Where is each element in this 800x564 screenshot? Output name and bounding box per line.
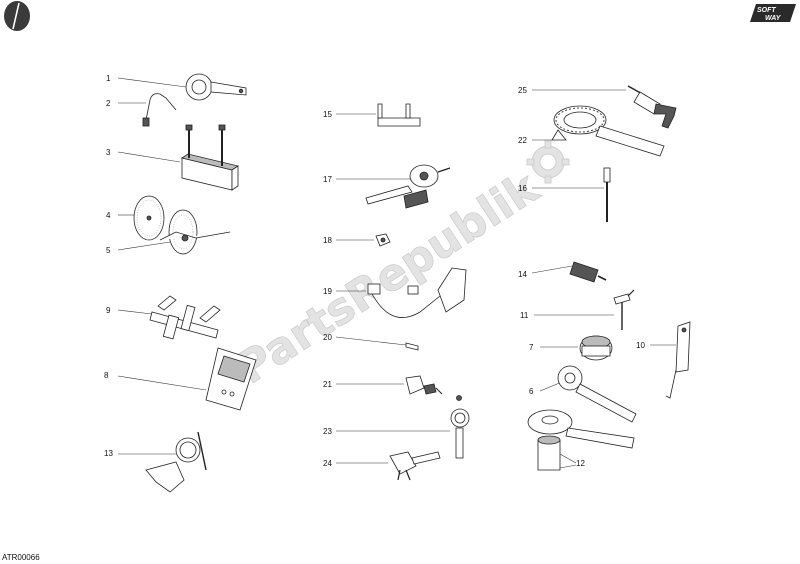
callout-23: 23: [323, 427, 332, 436]
part-3-bracket: [181, 124, 239, 191]
callout-2: 2: [106, 99, 111, 108]
part-13-dial-gauge: [145, 431, 207, 493]
leader-line-5: [117, 241, 171, 251]
callout-9: 9: [106, 306, 111, 315]
leader-line-6: [539, 381, 563, 392]
callout-1: 1: [106, 74, 111, 83]
callout-22: 22: [518, 136, 527, 145]
part-7-socket: [579, 335, 613, 361]
callout-3: 3: [106, 148, 111, 157]
leader-line-14: [531, 265, 573, 274]
part-2-hook: [142, 93, 177, 127]
logo-line2: WAY: [765, 15, 782, 22]
leader-line-3: [117, 151, 181, 163]
leader-line-8: [117, 375, 207, 391]
part-19-valve-compressor: [367, 267, 467, 318]
part-22-ring-nut-wrench: [551, 105, 665, 157]
part-18-nut: [375, 233, 391, 247]
part-4-degree-wheel: [133, 195, 165, 241]
part-1-wrench: [185, 73, 247, 101]
part-14-spring-tool: [569, 261, 607, 283]
callout-15: 15: [323, 110, 332, 119]
part-15-plate: [377, 103, 421, 127]
part-8-tester: [205, 347, 257, 411]
part-16-pin-tool: [603, 167, 611, 222]
leader-line-9: [117, 309, 153, 315]
part-10-rod-tool: [665, 321, 691, 399]
callout-14: 14: [518, 270, 527, 279]
part-20-pin: [405, 342, 419, 351]
callout-12: 12: [576, 459, 585, 468]
callout-18: 18: [323, 236, 332, 245]
callout-7: 7: [529, 343, 534, 352]
callout-17: 17: [323, 175, 332, 184]
drawing-code: ATR00066: [2, 553, 40, 562]
logo-line1: SOFT: [757, 7, 776, 14]
part-9-puller: [149, 295, 221, 340]
part-24-gauge-holder: [389, 451, 441, 481]
callout-21: 21: [323, 380, 332, 389]
callout-24: 24: [323, 459, 332, 468]
corner-tab-icon: [4, 1, 30, 31]
callout-6: 6: [529, 387, 534, 396]
callout-8: 8: [104, 371, 109, 380]
leader-line-12b: [559, 464, 577, 469]
callout-16: 16: [518, 184, 527, 193]
callout-19: 19: [323, 287, 332, 296]
part-12-socket-wrench: [527, 409, 635, 471]
leader-line-20: [335, 336, 407, 346]
gear-icon: [526, 140, 570, 184]
part-5-timing-tool: [159, 209, 231, 255]
callout-10: 10: [636, 341, 645, 350]
part-17-flywheel-puller: [365, 164, 451, 209]
part-25-tensioner: [627, 85, 677, 129]
part-23-dial-indicator: [450, 395, 470, 459]
part-6-hook-wrench: [557, 365, 637, 423]
part-21-adapter: [405, 375, 443, 395]
callout-11: 11: [520, 311, 529, 320]
callout-5: 5: [106, 246, 111, 255]
part-11-bracket: [613, 289, 635, 330]
callout-13: 13: [104, 449, 113, 458]
callout-25: 25: [518, 86, 527, 95]
leader-line-1: [117, 77, 187, 88]
softway-logo: SOFT WAY: [750, 4, 796, 22]
callout-4: 4: [106, 211, 111, 220]
callout-20: 20: [323, 333, 332, 342]
leader-line-12a: [559, 453, 577, 464]
